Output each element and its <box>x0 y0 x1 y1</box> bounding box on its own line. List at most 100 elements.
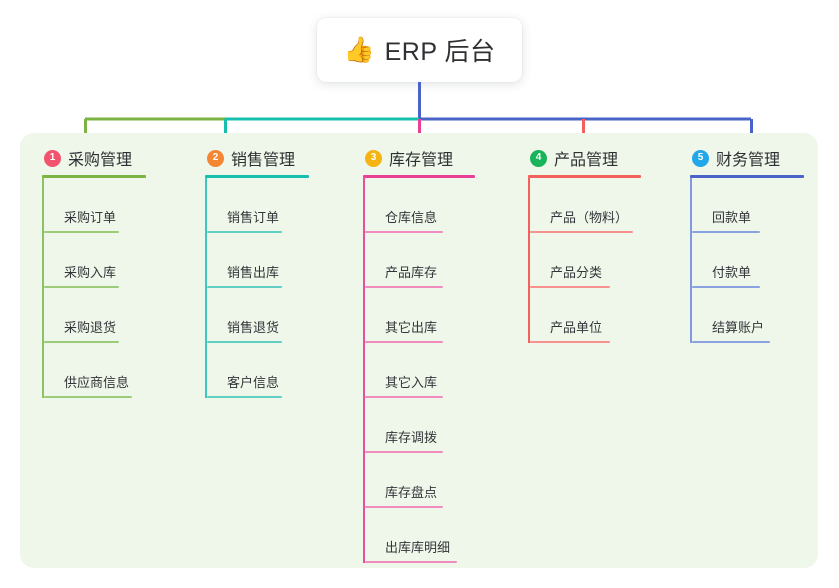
branch-item-rule <box>44 396 132 398</box>
branch-header-label: 财务管理 <box>716 152 781 169</box>
branch-item-label: 采购入库 <box>64 265 117 280</box>
branch-item[interactable]: 销售订单 <box>205 178 309 233</box>
branch-item[interactable]: 采购入库 <box>42 233 146 288</box>
branch-item[interactable]: 库存盘点 <box>363 453 475 508</box>
branch-item-rule <box>530 231 633 233</box>
branch-item[interactable]: 出库库明细 <box>363 508 475 563</box>
branch-header-label: 库存管理 <box>389 152 454 169</box>
branch-header-label: 采购管理 <box>68 152 133 169</box>
thumbs-up-icon: 👍 <box>343 35 375 64</box>
root-title-card[interactable]: 👍 ERP 后台 <box>317 18 522 82</box>
branch-item-rule <box>207 286 282 288</box>
branch-item-list: 采购订单采购入库采购退货供应商信息 <box>42 178 146 398</box>
branch-item[interactable]: 产品单位 <box>528 288 641 343</box>
branch-item-label: 产品（物料） <box>550 210 629 225</box>
branch-item-label: 销售订单 <box>227 210 280 225</box>
root-title-label: ERP 后台 <box>384 38 496 66</box>
branches-panel <box>20 133 818 568</box>
branch-item[interactable]: 回款单 <box>690 178 804 233</box>
branch-spine <box>690 178 692 343</box>
branch-item-list: 产品（物料） 产品分类产品单位 <box>528 178 641 343</box>
branch-number-badge: 1 <box>44 149 61 167</box>
branch-item-rule <box>365 451 443 453</box>
branch-item[interactable]: 其它出库 <box>363 288 475 343</box>
branch-header-rule <box>205 175 309 178</box>
branch-spine <box>528 178 530 343</box>
branch-item-rule <box>207 396 282 398</box>
branch-item-label: 其它入库 <box>385 375 438 390</box>
branch-item-label: 库存调拨 <box>385 430 438 445</box>
branch-item-rule <box>692 341 770 343</box>
branch-item[interactable]: 仓库信息 <box>363 178 475 233</box>
branch-item-label: 产品分类 <box>550 265 603 280</box>
branch-spine <box>42 178 44 398</box>
branch-header-rule <box>528 175 641 178</box>
branch-item-label: 产品单位 <box>550 320 603 335</box>
branch-item-label: 回款单 <box>712 210 752 225</box>
branch-item[interactable]: 产品（物料） <box>528 178 641 233</box>
branch-item-list: 销售订单销售出库销售退货客户信息 <box>205 178 309 398</box>
branch-item[interactable]: 付款单 <box>690 233 804 288</box>
branch-item-label: 销售出库 <box>227 265 280 280</box>
branch-item[interactable]: 采购订单 <box>42 178 146 233</box>
branch-item-rule <box>207 341 282 343</box>
branch-header-rule <box>363 175 475 178</box>
branch-item[interactable]: 销售退货 <box>205 288 309 343</box>
branch-item-rule <box>44 341 119 343</box>
branch-item-label: 库存盘点 <box>385 485 438 500</box>
branch-spine <box>205 178 207 398</box>
branch-item[interactable]: 产品库存 <box>363 233 475 288</box>
branch-header-2[interactable]: 2 销售管理 <box>205 146 309 170</box>
branch-item-list: 回款单付款单结算账户 <box>690 178 804 343</box>
branch-number-badge: 2 <box>207 149 224 167</box>
branch-header-3[interactable]: 3 库存管理 <box>363 146 475 170</box>
branch-item-rule <box>365 286 443 288</box>
branch-header-rule <box>42 175 146 178</box>
branch-item-label: 出库库明细 <box>385 540 451 555</box>
branch-header-4[interactable]: 4 产品管理 <box>528 146 641 170</box>
branch-item-rule <box>44 231 119 233</box>
branch-column-2: 2 销售管理销售订单销售出库销售退货客户信息 <box>205 146 309 398</box>
branch-item[interactable]: 采购退货 <box>42 288 146 343</box>
branch-item-label: 产品库存 <box>385 265 438 280</box>
branch-item-label: 客户信息 <box>227 375 280 390</box>
branch-item-rule <box>365 231 443 233</box>
branch-header-label: 销售管理 <box>231 152 296 169</box>
branch-header-1[interactable]: 1 采购管理 <box>42 146 146 170</box>
branch-item-rule <box>365 561 457 563</box>
branch-column-4: 4 产品管理产品（物料） 产品分类产品单位 <box>528 146 641 343</box>
branch-item[interactable]: 客户信息 <box>205 343 309 398</box>
branch-number-badge: 3 <box>365 149 382 167</box>
branch-item[interactable]: 供应商信息 <box>42 343 146 398</box>
branch-column-3: 3 库存管理仓库信息产品库存其它出库其它入库库存调拨库存盘点出库库明细 <box>363 146 475 563</box>
branch-item-label: 销售退货 <box>227 320 280 335</box>
branch-item-rule <box>365 341 443 343</box>
branch-item[interactable]: 库存调拨 <box>363 398 475 453</box>
branch-item-rule <box>692 231 760 233</box>
branch-item-rule <box>207 231 282 233</box>
branch-item[interactable]: 其它入库 <box>363 343 475 398</box>
branch-item-rule <box>365 396 443 398</box>
branch-item-label: 结算账户 <box>712 320 765 335</box>
branch-item[interactable]: 产品分类 <box>528 233 641 288</box>
branch-column-1: 1 采购管理采购订单采购入库采购退货供应商信息 <box>42 146 146 398</box>
branch-item[interactable]: 销售出库 <box>205 233 309 288</box>
branch-item-rule <box>530 286 610 288</box>
branch-item-list: 仓库信息产品库存其它出库其它入库库存调拨库存盘点出库库明细 <box>363 178 475 563</box>
branch-item-rule <box>692 286 760 288</box>
branch-item-label: 供应商信息 <box>64 375 130 390</box>
branch-item[interactable]: 结算账户 <box>690 288 804 343</box>
branch-header-rule <box>690 175 804 178</box>
branch-item-rule <box>44 286 119 288</box>
branch-item-label: 采购退货 <box>64 320 117 335</box>
branch-item-label: 采购订单 <box>64 210 117 225</box>
branch-item-rule <box>530 341 610 343</box>
branch-item-label: 仓库信息 <box>385 210 438 225</box>
branch-header-label: 产品管理 <box>554 152 619 169</box>
branch-item-rule <box>365 506 443 508</box>
branch-number-badge: 4 <box>530 149 547 167</box>
branch-item-label: 付款单 <box>712 265 752 280</box>
